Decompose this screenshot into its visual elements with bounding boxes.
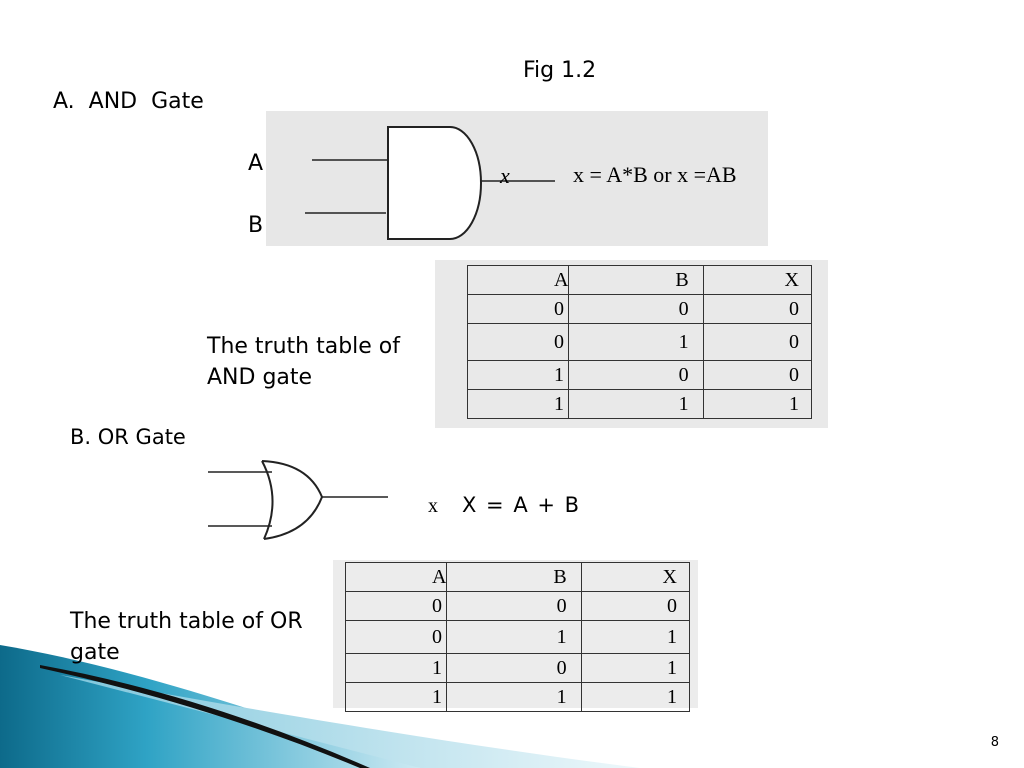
decorative-wave bbox=[0, 645, 640, 768]
and-input-b-label: B bbox=[248, 213, 264, 238]
table-row: 1 0 0 bbox=[466, 360, 813, 390]
table-cell: 0 bbox=[702, 294, 813, 324]
or-gate-symbol bbox=[208, 460, 388, 540]
watermark-block bbox=[266, 111, 768, 246]
or-gate-title: B. OR Gate bbox=[70, 425, 186, 449]
table-row: 1 0 1 bbox=[344, 653, 691, 683]
table-cell: 0 bbox=[466, 323, 570, 361]
table-cell: 1 bbox=[580, 682, 691, 712]
header-cell: A bbox=[344, 562, 448, 592]
table-cell: 1 bbox=[466, 360, 570, 390]
table-cell: 0 bbox=[344, 620, 448, 654]
and-output-label: x bbox=[500, 163, 510, 188]
table-cell: 0 bbox=[446, 653, 582, 683]
table-row: 1 1 1 bbox=[466, 389, 813, 419]
table-cell: 1 bbox=[568, 389, 704, 419]
or-output-label: x bbox=[428, 495, 438, 517]
or-truth-table: A B X 0 0 0 0 1 1 1 0 1 1 1 1 bbox=[344, 562, 691, 712]
and-gate-title: A. AND Gate bbox=[53, 89, 204, 114]
table-cell: 0 bbox=[702, 360, 813, 390]
table-cell: 1 bbox=[580, 653, 691, 683]
table-cell: 0 bbox=[446, 591, 582, 621]
and-equation: x = A*B or x =AB bbox=[573, 162, 737, 187]
table-cell: 1 bbox=[446, 682, 582, 712]
table-row: 1 1 1 bbox=[344, 682, 691, 712]
header-cell: X bbox=[580, 562, 691, 592]
figure-label: Fig 1.2 bbox=[523, 58, 597, 83]
table-row: 0 0 0 bbox=[344, 591, 691, 621]
or-equation: X = A + B bbox=[462, 493, 580, 517]
table-cell: 0 bbox=[344, 591, 448, 621]
table-row: 0 1 0 bbox=[466, 323, 813, 361]
and-table-caption-line2: AND gate bbox=[207, 365, 313, 390]
header-cell: A bbox=[466, 265, 570, 295]
and-table-caption-line1: The truth table of bbox=[207, 334, 401, 359]
table-cell: 1 bbox=[702, 389, 813, 419]
table-cell: 0 bbox=[702, 323, 813, 361]
table-cell: 1 bbox=[466, 389, 570, 419]
or-table-caption-line1: The truth table of OR bbox=[70, 609, 303, 634]
table-cell: 1 bbox=[446, 620, 582, 654]
header-cell: B bbox=[568, 265, 704, 295]
table-cell: 1 bbox=[344, 653, 448, 683]
table-row: 0 1 1 bbox=[344, 620, 691, 654]
table-header-row: A B X bbox=[466, 265, 813, 295]
header-cell: B bbox=[446, 562, 582, 592]
table-cell: 0 bbox=[568, 294, 704, 324]
table-header-row: A B X bbox=[344, 562, 691, 592]
table-row: 0 0 0 bbox=[466, 294, 813, 324]
page-number: 8 bbox=[990, 735, 999, 750]
or-table-caption-line2: gate bbox=[70, 640, 120, 665]
table-cell: 0 bbox=[568, 360, 704, 390]
table-cell: 0 bbox=[580, 591, 691, 621]
and-gate-symbol bbox=[305, 126, 555, 240]
table-cell: 1 bbox=[344, 682, 448, 712]
and-input-a-label: A bbox=[248, 151, 264, 176]
table-cell: 1 bbox=[580, 620, 691, 654]
table-cell: 0 bbox=[466, 294, 570, 324]
table-cell: 1 bbox=[568, 323, 704, 361]
header-cell: X bbox=[702, 265, 813, 295]
and-truth-table: A B X 0 0 0 0 1 0 1 0 0 1 1 1 bbox=[466, 265, 813, 419]
